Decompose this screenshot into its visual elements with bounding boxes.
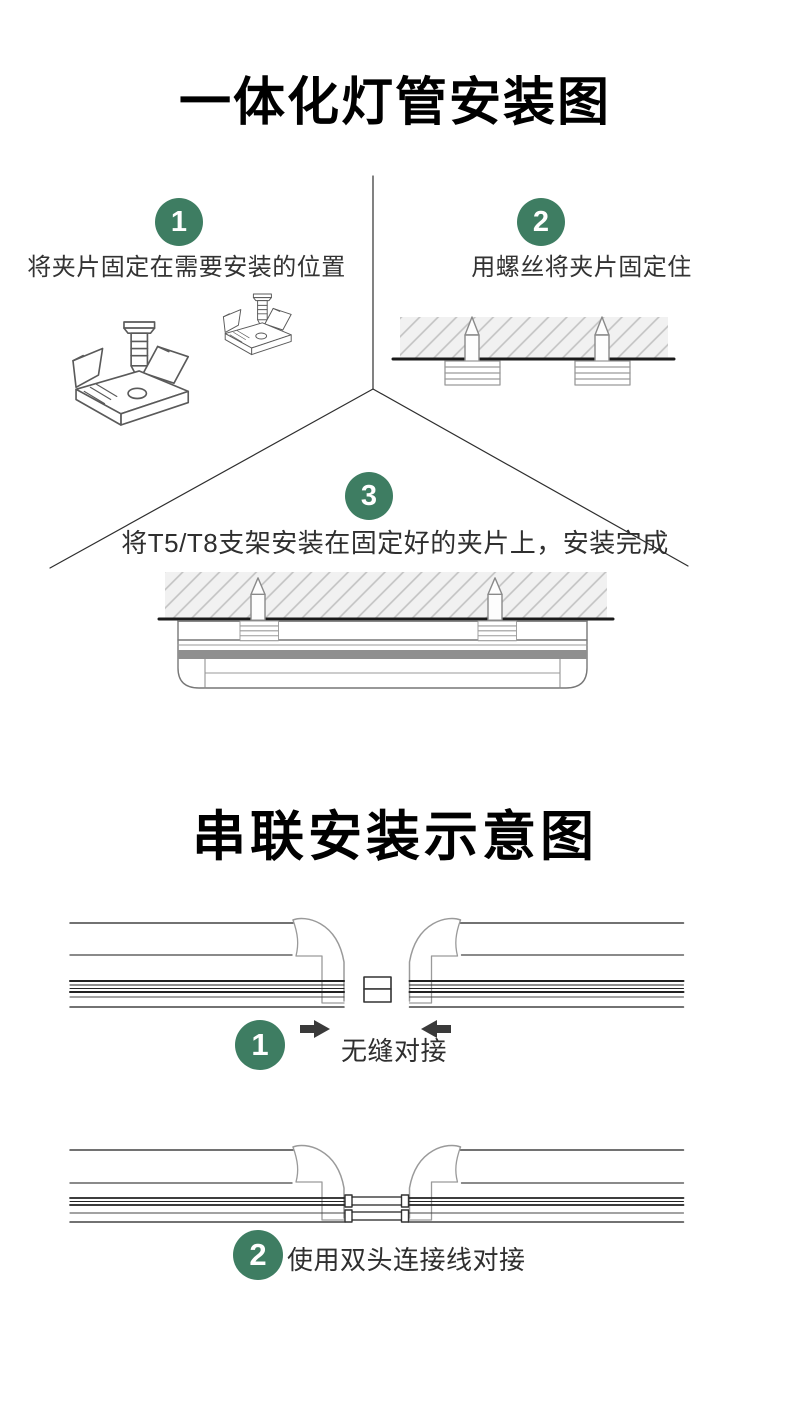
series-step-2-caption: 使用双头连接线对接 xyxy=(287,1245,526,1275)
series-step-1-caption: 无缝对接 xyxy=(340,1036,447,1066)
step-3-caption: 将T5/T8支架安装在固定好的夹片上，安装完成 xyxy=(121,528,669,558)
arrow-left-icon xyxy=(421,1020,451,1038)
mounting-clip-icon xyxy=(72,321,190,426)
clip-side-icon xyxy=(477,620,518,642)
lamp-gray-band xyxy=(178,650,587,659)
arrow-right-icon xyxy=(300,1020,330,1038)
section2-title: 串联安装示意图 xyxy=(192,807,598,867)
lamp-tube-right xyxy=(408,917,685,1008)
wire-joint-illustration xyxy=(69,1144,685,1223)
series-step-2-badge: 2 xyxy=(233,1230,283,1280)
clip-side-icon xyxy=(239,620,280,642)
step-1-caption: 将夹片固定在需要安装的位置 xyxy=(27,254,346,281)
step-3-badge: 3 xyxy=(345,472,393,520)
clip-side-icon xyxy=(444,360,501,386)
ceiling-screw-illustration xyxy=(391,316,676,386)
section-divider-lines xyxy=(49,175,689,569)
lamp-tube-left xyxy=(69,917,345,1008)
installed-lamp-illustration xyxy=(157,572,615,689)
lamp-tube-left xyxy=(69,1144,353,1223)
section1-title: 一体化灯管安装图 xyxy=(178,74,611,132)
seamless-joint-illustration xyxy=(69,917,685,1038)
step-2-caption: 用螺丝将夹片固定住 xyxy=(471,254,692,281)
connector-wires xyxy=(351,1196,402,1221)
joint-connector-block xyxy=(363,976,392,1003)
lamp-tube-right xyxy=(400,1144,685,1223)
clip-side-icon xyxy=(574,360,631,386)
step-2-badge: 2 xyxy=(517,198,565,246)
series-step-1-badge: 1 xyxy=(235,1020,285,1070)
mounting-clip-icon xyxy=(222,293,292,356)
step-1-badge: 1 xyxy=(155,198,203,246)
clip-screw-illustration xyxy=(72,293,292,426)
